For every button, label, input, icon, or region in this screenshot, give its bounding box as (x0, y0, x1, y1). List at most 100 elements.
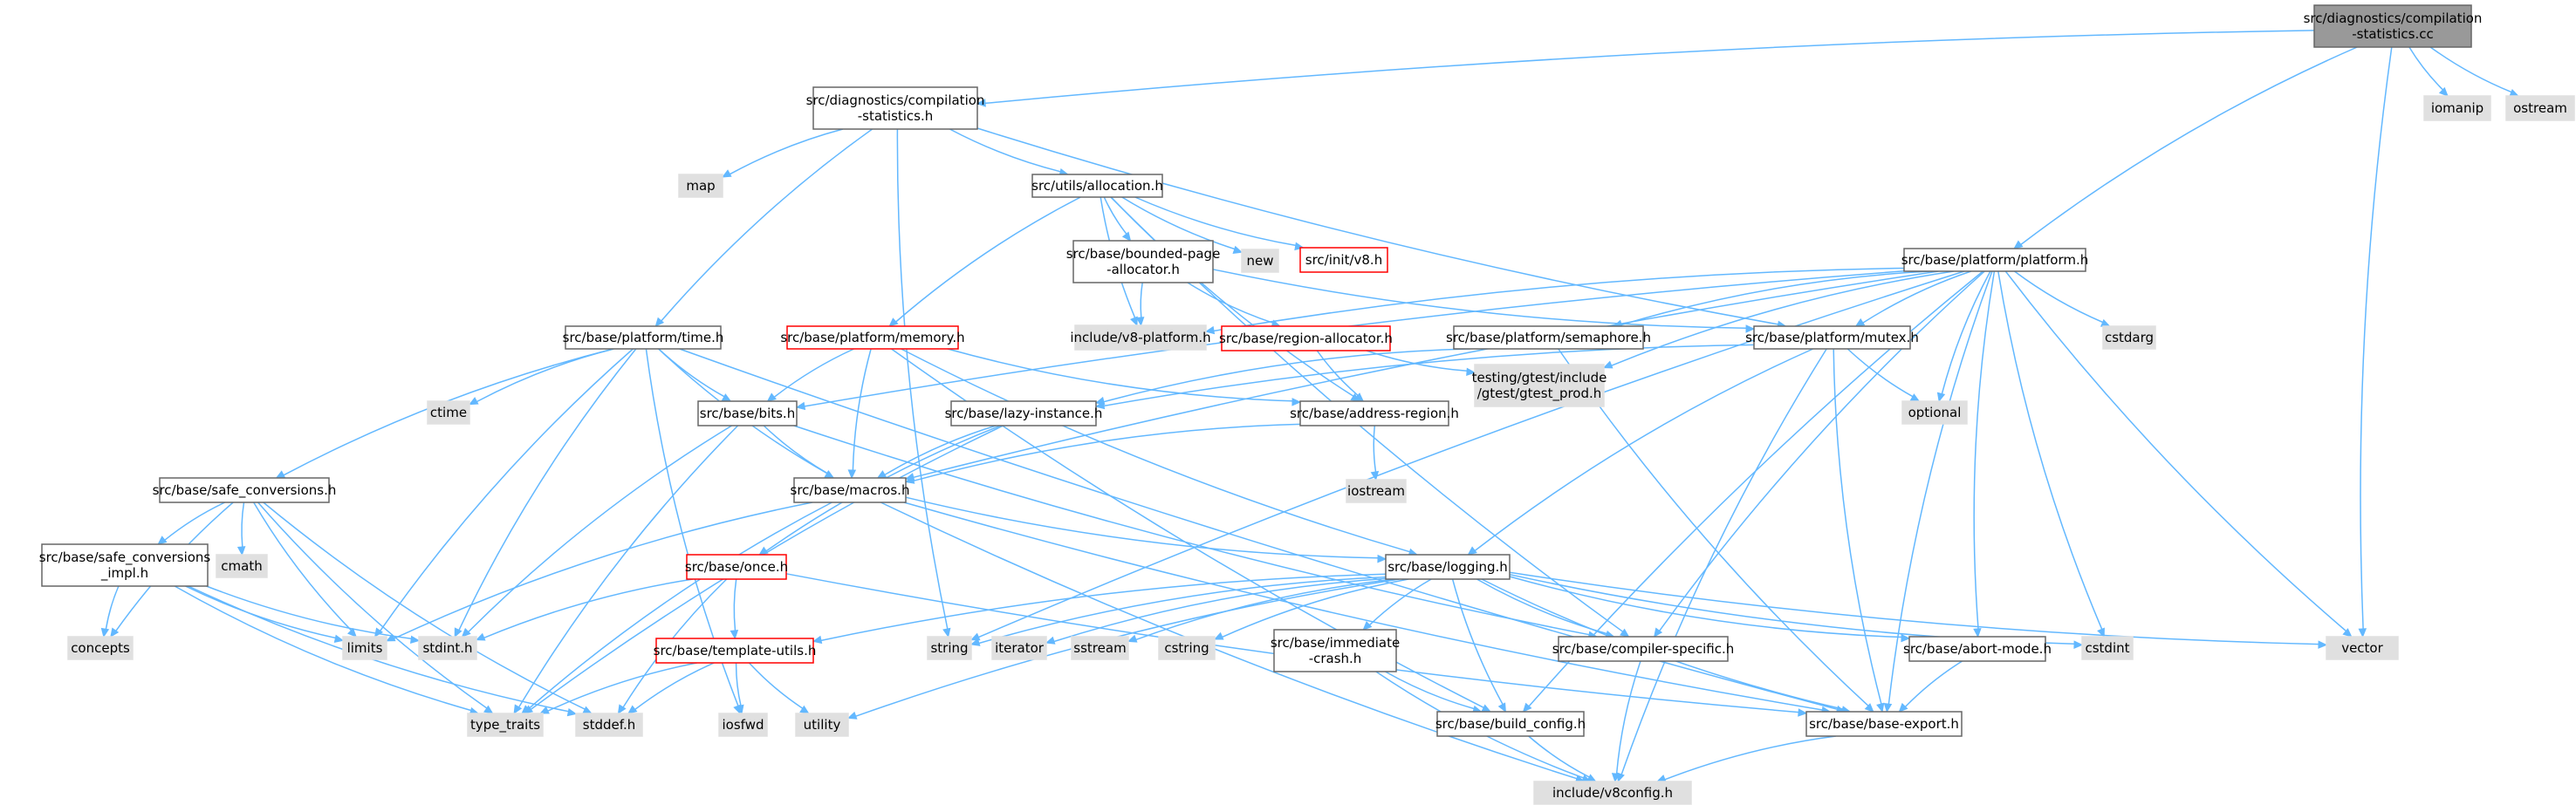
edge-time_h-to-ctime (468, 348, 614, 406)
edge-line (1611, 270, 1955, 366)
edge-line (1659, 270, 1985, 631)
edge-line (733, 578, 737, 631)
edge-arrowhead (1522, 702, 1532, 713)
edge-arrowhead (2013, 240, 2024, 249)
edge-line (2004, 270, 2346, 632)
node-mutex-h[interactable]: src/base/platform/mutex.h (1745, 325, 1919, 350)
node-label: src/base/safe_conversions.h (153, 482, 337, 499)
node-safe-conv-impl-h[interactable]: src/base/safe_conversions_impl.h (39, 543, 211, 587)
edge-line (978, 576, 1387, 645)
edge-line (913, 423, 1301, 482)
node-build-config-h[interactable]: src/base/build_config.h (1435, 711, 1586, 737)
node-label: src/base/lazy-instance.h (945, 406, 1103, 421)
edge-bpa_h-to-v8platform_h (1135, 282, 1145, 327)
edge-line (1620, 348, 1827, 775)
node-bpa-h[interactable]: src/base/bounded-page-allocator.h (1066, 240, 1221, 283)
edge-line (1135, 578, 1396, 641)
node-label: src/base/platform/mutex.h (1745, 330, 1919, 345)
edge-line (661, 128, 874, 322)
node-addr-region-h[interactable]: src/base/address-region.h (1290, 400, 1459, 426)
node-immediate-crash-h[interactable]: src/base/immediate-crash.h (1271, 629, 1400, 672)
node-label: ctime (430, 405, 467, 420)
edge-line (2020, 46, 2358, 245)
node-box (2505, 95, 2575, 121)
node-memory-h[interactable]: src/base/platform/memory.h (780, 325, 965, 350)
node-once-h[interactable]: src/base/once.h (685, 554, 788, 580)
node-v8-h[interactable]: src/init/v8.h (1299, 247, 1388, 273)
node-macros-h[interactable]: src/base/macros.h (791, 477, 910, 503)
edge-safe_conv_impl_h-to-concepts (100, 585, 120, 638)
node-time-h[interactable]: src/base/platform/time.h (563, 325, 724, 350)
edge-memory_h-to-macros_h (847, 348, 872, 480)
edge-line (1664, 735, 1836, 781)
node-label: src/base/macros.h (791, 482, 910, 498)
edge-line (1121, 196, 1236, 250)
edge-line (634, 662, 715, 710)
edge-line (820, 573, 1387, 642)
edge-build_config_h-to-v8config_h (1528, 735, 1597, 782)
edge-time_h-to-bits_h (658, 348, 732, 402)
edge-root-to-cs_h (976, 30, 2315, 107)
node-label: src/base/platform/semaphore.h (1446, 330, 1651, 345)
node-label: cmath (221, 558, 262, 574)
edge-line (1620, 270, 1930, 326)
node-label: iosfwd (723, 717, 764, 733)
edge-platform_h-to-v8platform_h (1204, 267, 1905, 335)
node-root[interactable]: src/diagnostics/compilation-statistics.c… (2304, 4, 2483, 48)
node-box (67, 636, 134, 660)
node-abort-mode-h[interactable]: src/base/abort-mode.h (1903, 636, 2052, 662)
node-platform-h[interactable]: src/base/platform/platform.h (1901, 248, 2089, 272)
edge-line (206, 585, 412, 640)
edge-line (1103, 344, 1755, 407)
edge-template_utils_h-to-stddef_h (627, 662, 715, 714)
node-logging-h[interactable]: src/base/logging.h (1385, 554, 1511, 580)
edge-line (976, 127, 1778, 325)
node-label: src/base/region-allocator.h (1219, 331, 1393, 346)
node-safe-conv-h[interactable]: src/base/safe_conversions.h (153, 477, 337, 503)
edge-memory_h-to-bits_h (766, 348, 854, 402)
edge-line (855, 578, 1400, 717)
edge-arrowhead (847, 469, 857, 480)
edge-bits_h-to-macros_h (763, 425, 835, 479)
node-template-utils-h[interactable]: src/base/template-utils.h (654, 638, 817, 664)
edge-line (1904, 660, 1963, 707)
node-allocation-h[interactable]: src/utils/allocation.h (1031, 174, 1163, 198)
node-lazy-h[interactable]: src/base/lazy-instance.h (945, 400, 1103, 426)
node-bits-h[interactable]: src/base/bits.h (697, 400, 798, 426)
edge-line (2014, 270, 2103, 324)
node-label: cstdint (2085, 640, 2129, 656)
edge-arrowhead (1798, 708, 1808, 717)
node-label: -statistics.h (858, 108, 934, 124)
edge-arrowhead (799, 705, 810, 714)
node-box (565, 325, 722, 350)
edge-arrowhead (1121, 231, 1132, 242)
edge-arrowhead (410, 635, 421, 644)
edge-line (1451, 578, 1504, 705)
edge-safe_conv_h-to-limits (253, 502, 357, 638)
edge-line (949, 128, 1061, 173)
edge-safe_conv_h-to-type_traits (257, 502, 494, 714)
node-semaphore-h[interactable]: src/base/platform/semaphore.h (1446, 325, 1651, 350)
node-ctime: ctime (427, 400, 470, 425)
edge-bits_h-to-stdint_h (461, 425, 732, 638)
node-box (812, 86, 978, 130)
node-box (2313, 4, 2472, 48)
edge-cs_h-to-map (721, 128, 844, 178)
node-cs-h[interactable]: src/diagnostics/compilation-statistics.h (806, 86, 985, 130)
edge-bpa_h-to-region_alloc_h (1187, 282, 1281, 328)
node-base-export-h[interactable]: src/base/base-export.h (1805, 711, 1963, 737)
edge-bits_h-to-type_traits (513, 425, 739, 715)
edge-line (852, 348, 872, 471)
node-region-alloc-h[interactable]: src/base/region-allocator.h (1219, 325, 1393, 351)
edge-macros_h-to-logging_h (905, 496, 1387, 563)
node-compiler-specific-h[interactable]: src/base/compiler-specific.h (1552, 636, 1734, 662)
edge-bits_h-to-compiler_specific_h (793, 425, 1599, 639)
edge-arrowhead (521, 705, 531, 714)
edge-arrowhead (1127, 634, 1138, 643)
node-box (793, 477, 907, 503)
edge-arrowhead (1745, 324, 1756, 333)
edge-arrowhead (1353, 392, 1365, 402)
edge-platform_h-to-string (969, 270, 1965, 641)
edge-time_h-to-stdint_h (454, 348, 637, 638)
node-label: src/base/abort-mode.h (1903, 641, 2052, 657)
